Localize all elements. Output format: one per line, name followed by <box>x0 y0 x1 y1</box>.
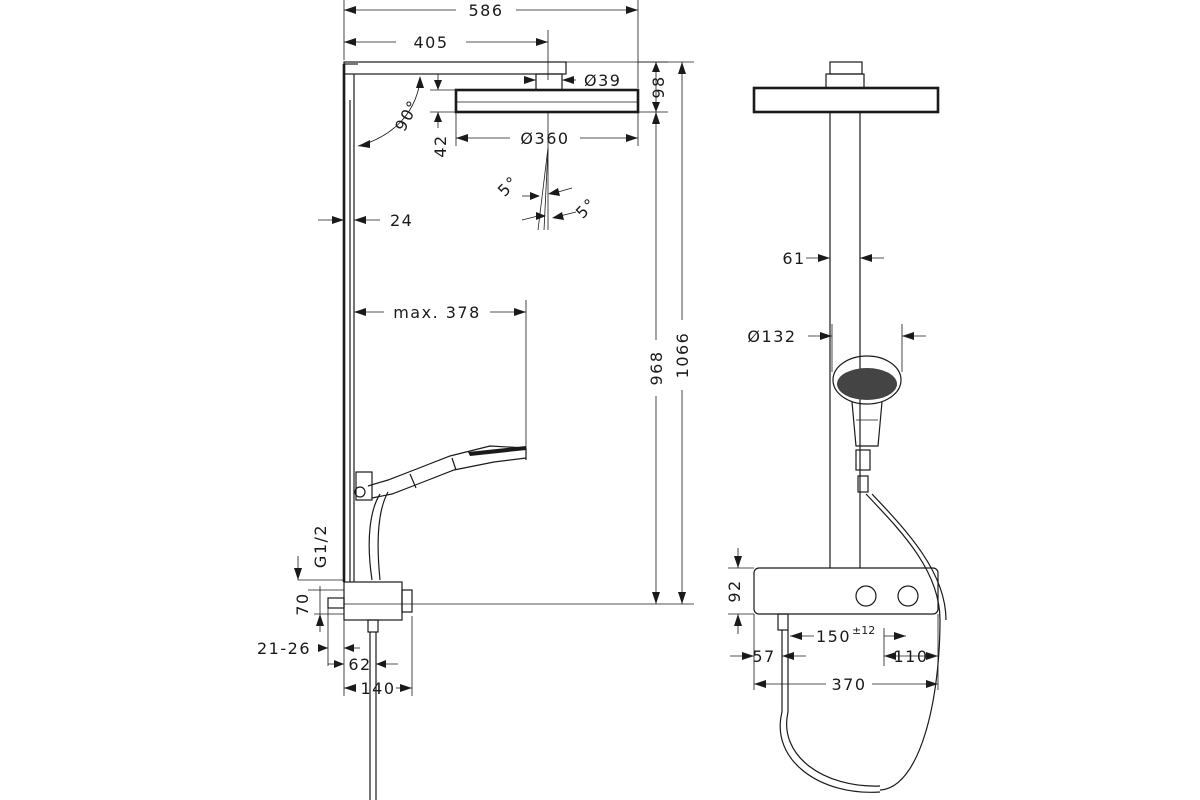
dim-side-110: 110 <box>883 614 939 690</box>
label-586: 586 <box>468 1 503 20</box>
dim-wall-distance: 21-26 <box>257 608 360 696</box>
front-view: 61 Ø132 <box>725 61 947 793</box>
dim-height-1066: 1066 <box>638 61 694 604</box>
dim-depth-140: 140 <box>344 616 413 698</box>
label-90deg: 90° <box>391 96 423 134</box>
dim-thread: G1/2 <box>294 524 344 591</box>
label-d132: Ø132 <box>747 327 796 346</box>
hand-shower-front <box>832 355 947 791</box>
dim-head-thickness: 98 <box>566 61 668 113</box>
label-d360: Ø360 <box>520 129 569 148</box>
label-968: 968 <box>647 350 666 385</box>
label-61: 61 <box>782 249 805 268</box>
dim-total-width: 586 <box>343 0 639 88</box>
label-57: 57 <box>752 647 775 666</box>
label-110: 110 <box>893 647 928 666</box>
dim-thermostat-width: 370 <box>754 675 938 694</box>
label-tilt-right: 5° <box>572 194 600 222</box>
overhead-shower <box>454 88 640 114</box>
dim-height-968: 968 <box>647 112 666 604</box>
label-150: 150 <box>816 627 851 646</box>
dim-depth-62: 62 <box>328 655 398 674</box>
pipe-front <box>829 112 861 568</box>
label-g12: G1/2 <box>311 524 330 568</box>
overhead-shower-front <box>752 61 940 114</box>
label-70: 70 <box>293 592 312 615</box>
side-view: 586 405 Ø39 98 <box>257 0 694 800</box>
dim-thermostat-height-side: 70 <box>293 586 344 632</box>
label-d39: Ø39 <box>584 71 621 90</box>
label-21-26: 21-26 <box>257 639 311 658</box>
label-1066: 1066 <box>673 332 692 379</box>
hand-shower-side <box>354 445 527 581</box>
dim-head-diameter: Ø360 <box>455 112 639 148</box>
dim-pipe-width: 61 <box>782 249 884 268</box>
dim-connector-diameter: Ø39 <box>524 71 621 90</box>
label-405: 405 <box>413 33 448 52</box>
dim-rail-width: 24 <box>318 211 413 230</box>
label-24: 24 <box>390 211 413 230</box>
dim-max-reach: max. 378 <box>354 300 527 448</box>
label-370: 370 <box>831 675 866 694</box>
label-98: 98 <box>649 75 668 98</box>
dim-centre-distance: 150 ±12 <box>790 624 906 646</box>
dim-thermostat-height-front: 92 <box>725 548 754 634</box>
label-tolerance: ±12 <box>852 624 875 637</box>
label-tilt-left: 5° <box>494 172 522 200</box>
dim-offset-57: 57 <box>730 614 806 690</box>
dim-angle: 90° <box>357 76 424 148</box>
label-140: 140 <box>360 679 395 698</box>
riser-rail <box>342 63 358 582</box>
dim-handshower-diameter: Ø132 <box>747 324 926 372</box>
shower-arm <box>343 61 567 100</box>
dim-head-height: 42 <box>430 74 456 158</box>
label-92: 92 <box>725 579 744 602</box>
label-max378: max. 378 <box>393 303 481 322</box>
label-62: 62 <box>348 655 371 674</box>
dim-arm-length: 405 <box>344 30 549 80</box>
label-42: 42 <box>431 134 450 157</box>
thermostat-side <box>327 581 694 800</box>
